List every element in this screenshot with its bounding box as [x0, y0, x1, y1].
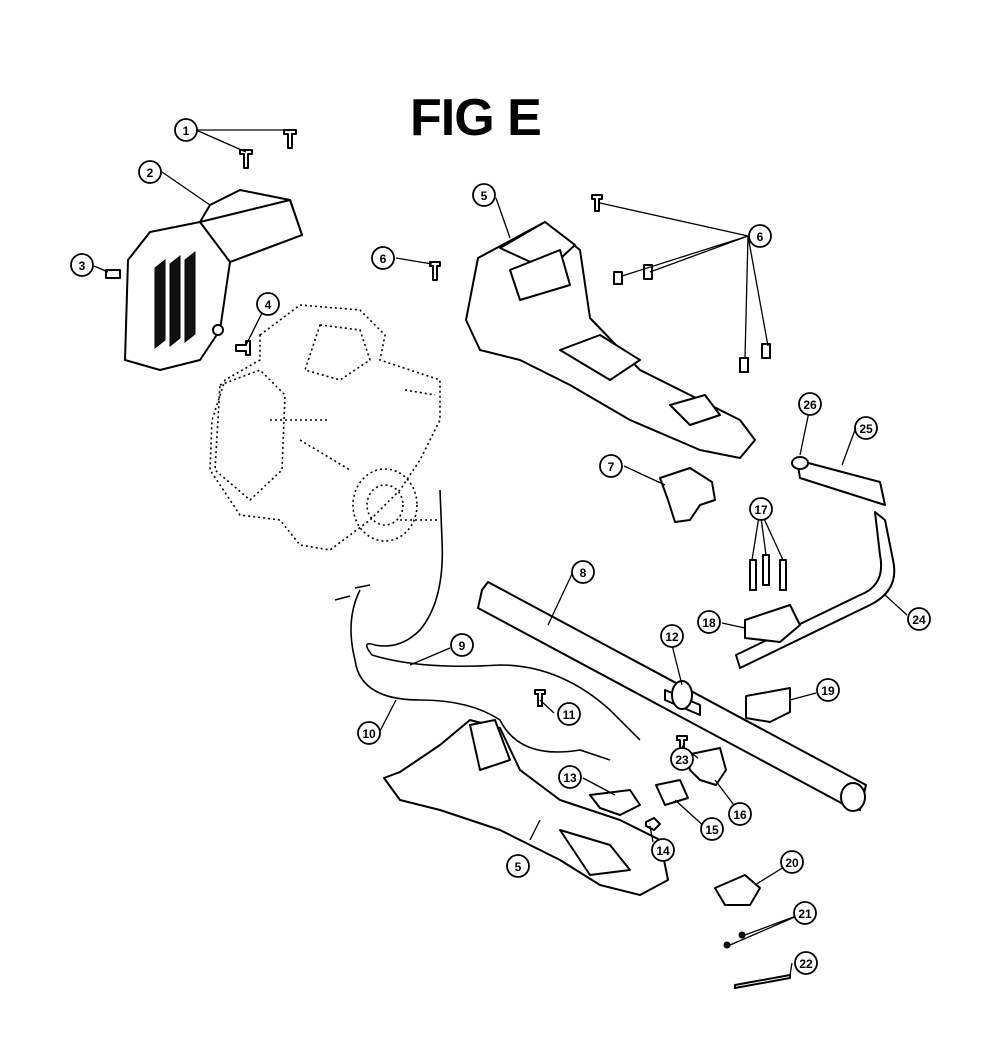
callout-1: 1 [174, 118, 198, 142]
callout-17: 17 [749, 497, 773, 521]
svg-text:13: 13 [563, 771, 577, 785]
callout-22: 22 [794, 951, 818, 975]
svg-text:18: 18 [702, 616, 716, 630]
svg-text:11: 11 [563, 708, 576, 722]
screw-pair [239, 129, 297, 169]
shaft-tube [477, 581, 867, 812]
clamp-20 [714, 874, 761, 906]
svg-text:19: 19 [821, 684, 835, 698]
callout-2: 2 [138, 160, 162, 184]
svg-text:3: 3 [79, 259, 86, 273]
callout-3: 3 [70, 253, 94, 277]
engine-shroud [124, 189, 303, 371]
svg-text:6: 6 [757, 230, 764, 244]
callout-8: 8 [571, 560, 595, 584]
svg-text:23: 23 [675, 753, 689, 767]
svg-text:24: 24 [912, 613, 926, 627]
svg-text:21: 21 [798, 907, 812, 921]
svg-text:8: 8 [580, 566, 587, 580]
callout-6-left: 6 [371, 246, 395, 270]
upper-handle-housing [465, 221, 756, 459]
svg-text:10: 10 [362, 727, 376, 741]
callout-25: 25 [854, 416, 878, 440]
svg-text:14: 14 [656, 844, 670, 858]
screw-3 [105, 269, 121, 279]
callout-24: 24 [907, 607, 931, 631]
svg-text:20: 20 [785, 856, 799, 870]
svg-text:5: 5 [515, 860, 522, 874]
svg-text:4: 4 [265, 298, 272, 312]
svg-text:22: 22 [799, 957, 813, 971]
callout-5-lower: 5 [506, 854, 530, 878]
svg-text:12: 12 [665, 630, 679, 644]
svg-text:9: 9 [459, 639, 466, 653]
callout-11: 11 [557, 702, 581, 726]
throttle-lever-13 [589, 789, 641, 816]
callout-15: 15 [700, 817, 724, 841]
callout-26: 26 [798, 392, 822, 416]
svg-text:1: 1 [183, 124, 190, 138]
callout-14: 14 [651, 838, 675, 862]
screw-11 [534, 689, 546, 707]
svg-text:17: 17 [754, 503, 768, 517]
callout-12: 12 [660, 624, 684, 648]
callout-18: 18 [697, 610, 721, 634]
engine-dotted [209, 304, 441, 551]
screw-4 [235, 340, 251, 356]
svg-text:25: 25 [859, 422, 873, 436]
clamp-19 [745, 687, 791, 723]
callout-10: 10 [357, 721, 381, 745]
callout-9: 9 [450, 633, 474, 657]
clamp-18 [744, 604, 801, 643]
svg-text:5: 5 [481, 189, 488, 203]
callout-5-upper: 5 [472, 183, 496, 207]
throttle-trigger-7 [659, 467, 716, 523]
pin-22 [734, 974, 791, 989]
bolts-17 [749, 554, 787, 591]
callout-21: 21 [793, 901, 817, 925]
svg-text:7: 7 [608, 460, 615, 474]
callout-13: 13 [558, 765, 582, 789]
callout-20: 20 [780, 850, 804, 874]
svg-text:26: 26 [803, 398, 817, 412]
svg-text:15: 15 [705, 823, 719, 837]
callout-16: 16 [728, 802, 752, 826]
callout-7: 7 [599, 454, 623, 478]
svg-text:16: 16 [733, 808, 747, 822]
callout-19: 19 [816, 678, 840, 702]
svg-text:6: 6 [380, 252, 387, 266]
figure-title: FIG E [410, 89, 542, 147]
spring-14 [645, 817, 661, 831]
throttle-cables [334, 489, 641, 761]
callout-4: 4 [256, 292, 280, 316]
loop-handle [735, 456, 896, 669]
callout-6-right: 6 [748, 224, 772, 248]
switch-15 [655, 779, 689, 806]
screws-21 [723, 931, 746, 949]
svg-text:2: 2 [147, 166, 154, 180]
callout-23: 23 [670, 747, 694, 771]
